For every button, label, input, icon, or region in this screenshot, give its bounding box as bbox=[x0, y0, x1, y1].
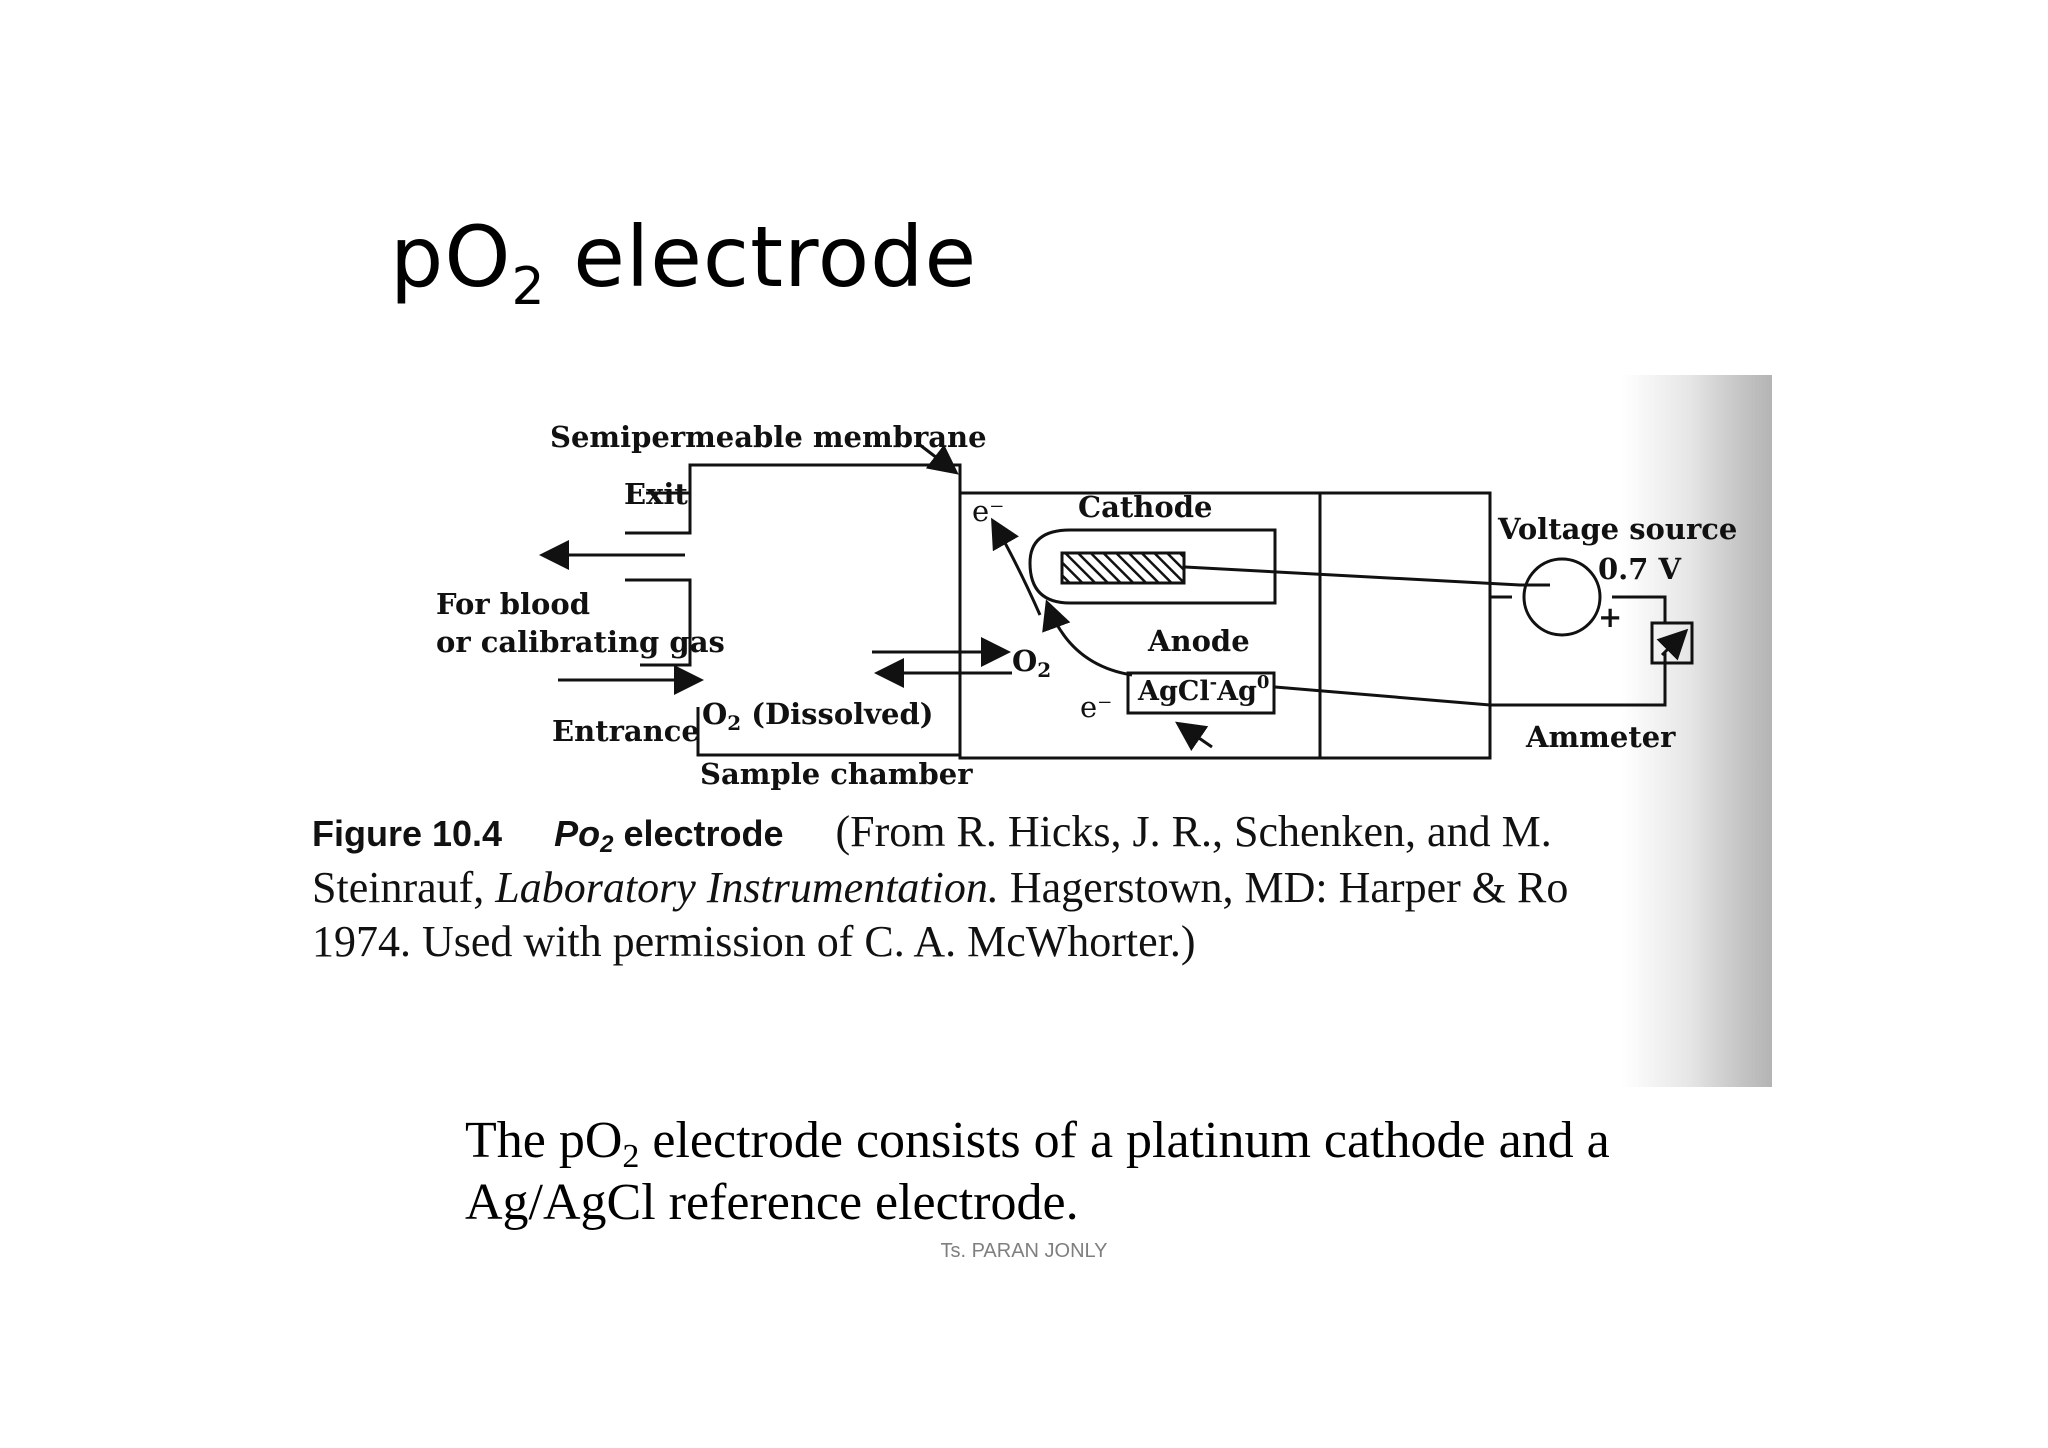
label-or-calibrating-gas: or calibrating gas bbox=[436, 625, 725, 659]
platinum-cathode bbox=[1060, 551, 1186, 585]
caption-line-3: 1974. Used with permission of C. A. McWh… bbox=[312, 917, 1196, 966]
slide-title-subscript: 2 bbox=[511, 257, 546, 317]
caption-figure-label: Figure 10.4 bbox=[312, 813, 503, 854]
anode-box bbox=[1126, 671, 1276, 715]
membrane-pointer-arrow bbox=[919, 443, 959, 475]
label-o2-dissolved: O2 (Dissolved) bbox=[702, 697, 934, 735]
body-line-1: The pO2 electrode consists of a platinum… bbox=[465, 1112, 1610, 1175]
body-text: The pO2 electrode consists of a platinum… bbox=[465, 1110, 1610, 1234]
page-edge-shadow bbox=[1622, 375, 1772, 1087]
slide-title-prefix: pO bbox=[390, 208, 512, 306]
label-electron-bottom: e⁻ bbox=[1080, 690, 1113, 724]
caption-figure-name: Po2 electrode bbox=[554, 813, 784, 858]
anode-pointer-arrow bbox=[1175, 721, 1213, 751]
slide-title-suffix: electrode bbox=[545, 208, 978, 306]
caption-line-1-text: (From R. Hicks, J. R., Schenken, and M. bbox=[835, 807, 1552, 856]
figure-caption: Figure 10.4 Po2 electrode (From R. Hicks, … bbox=[312, 805, 1772, 969]
channel-lower-wall bbox=[625, 578, 692, 667]
o2-to-cathode-arrow bbox=[1042, 599, 1133, 677]
label-voltage-source: Voltage source bbox=[1498, 512, 1738, 546]
scanned-figure: Semipermeable membrane Exit For blood or… bbox=[300, 375, 1772, 1087]
channel-upper-wall bbox=[625, 491, 692, 535]
ammeter-needle-arrow bbox=[1656, 628, 1689, 661]
slide-title: pO2 electrode bbox=[390, 215, 977, 313]
voltage-source-symbol bbox=[1522, 557, 1602, 637]
label-for-blood: For blood bbox=[436, 587, 590, 621]
label-o2: O2 bbox=[1012, 644, 1052, 682]
label-cathode: Cathode bbox=[1078, 490, 1213, 524]
label-voltage-value: 0.7 V bbox=[1598, 552, 1682, 586]
cathode-electron-arrow bbox=[991, 517, 1042, 616]
label-anode: Anode bbox=[1148, 624, 1250, 658]
electrode-diagram bbox=[539, 443, 1694, 760]
body-line-2: Ag/AgCl reference electrode. bbox=[465, 1174, 1079, 1231]
label-semipermeable-membrane: Semipermeable membrane bbox=[550, 420, 987, 454]
label-sample-chamber: Sample chamber bbox=[700, 757, 973, 791]
cathode-wire bbox=[1184, 565, 1550, 587]
label-electron-top: e⁻ bbox=[972, 494, 1005, 528]
label-anode-box: AgCl-Ag0 bbox=[1138, 672, 1270, 707]
slide-footer: Ts. PARAN JONLY bbox=[940, 1240, 1108, 1262]
label-exit: Exit bbox=[624, 477, 688, 511]
ammeter-symbol bbox=[1650, 621, 1694, 665]
caption-line-1: Figure 10.4 Po2 electrode (From R. Hicks, … bbox=[312, 805, 1772, 861]
caption-line-2: Steinrauf, Laboratory Instrumentation. H… bbox=[312, 863, 1569, 912]
label-entrance: Entrance bbox=[552, 714, 700, 748]
source-to-ammeter-wire bbox=[1612, 595, 1667, 623]
label-plus-sign: + bbox=[1598, 600, 1623, 634]
anode-wire bbox=[1274, 653, 1667, 707]
label-ammeter: Ammeter bbox=[1526, 720, 1676, 754]
